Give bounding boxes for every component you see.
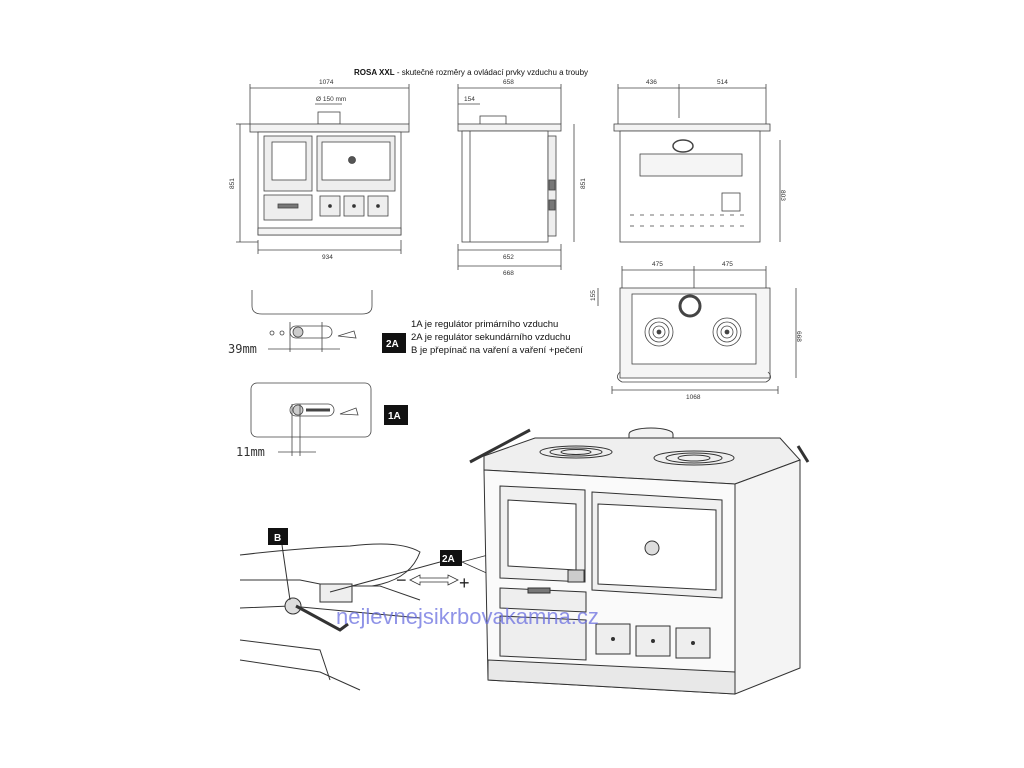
double-arrow (409, 574, 459, 586)
front-bottom-width: 934 (322, 254, 333, 261)
front-view (236, 84, 410, 254)
badge-2a: 2A (386, 339, 399, 350)
badge-b: B (274, 533, 281, 544)
watermark: nejlevnejsikrbovakamna.cz (336, 604, 599, 629)
title-rest: - skutečné rozměry a ovládací prvky vzdu… (395, 68, 588, 77)
side-total-depth: 668 (503, 270, 514, 277)
side-top-depth: 658 (503, 79, 514, 86)
back-right: 514 (717, 79, 728, 86)
measure-2a: 39mm (228, 342, 257, 356)
legend-2a: 2A je regulátor sekundárního vzduchu (411, 332, 571, 343)
top-depth: 668 (795, 331, 802, 342)
minus-sign: − (396, 570, 407, 590)
front-height: 851 (229, 178, 236, 189)
top-width: 1068 (686, 394, 701, 401)
measure-1a: 11mm (236, 445, 265, 459)
stove-3d (469, 427, 810, 695)
top-left: 475 (652, 261, 663, 268)
back-left: 436 (646, 79, 657, 86)
badge-1a: 1A (388, 411, 401, 422)
title-bold: ROSA XXL (354, 68, 395, 77)
legend-1a: 1A je regulátor primárního vzduchu (411, 319, 558, 330)
badge-2a-callout: 2A (442, 554, 455, 565)
badge-2a-callout-box (440, 550, 462, 566)
side-inner-depth: 652 (503, 254, 514, 261)
top-front: 155 (590, 290, 597, 301)
back-view (613, 84, 781, 243)
side-height: 851 (580, 178, 587, 189)
detail-b (239, 543, 441, 691)
flue-diameter-label: Ø 150 mm (316, 96, 346, 103)
top-right: 475 (722, 261, 733, 268)
plus-sign: + (459, 573, 470, 593)
control-detail-2a (251, 290, 373, 352)
front-top-width: 1074 (319, 79, 334, 86)
badge-2a-box (382, 333, 406, 353)
legend-b: B je přepínač na vaření a vaření +pečení (411, 345, 583, 356)
side-view (457, 84, 575, 270)
badge-1a-box (384, 405, 408, 425)
back-height: 803 (779, 190, 786, 201)
badge-b-box (268, 528, 288, 545)
title: ROSA XXL - skutečné rozměry a ovládací p… (354, 68, 588, 77)
side-flue-offset: 154 (464, 96, 475, 103)
top-view (597, 266, 797, 394)
control-detail-1a (250, 382, 372, 456)
